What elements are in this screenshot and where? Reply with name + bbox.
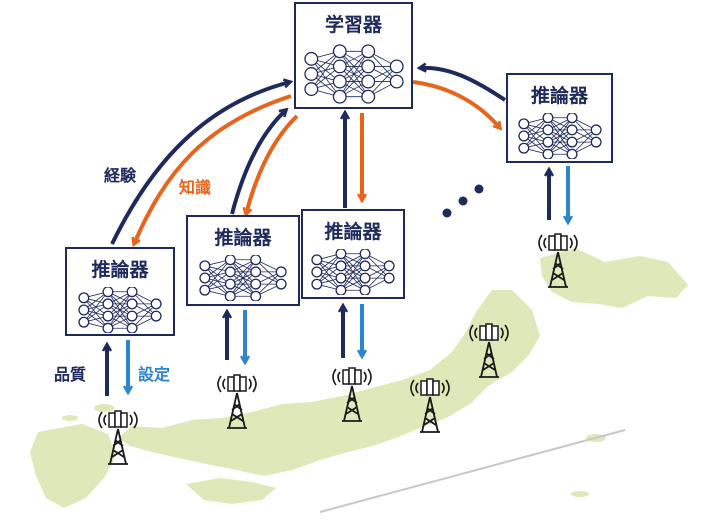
inference-box-4: 推論器	[506, 73, 613, 163]
inference-title: 推論器	[324, 221, 382, 243]
arrow-down-right	[412, 80, 500, 128]
inference-box-3: 推論器	[301, 209, 405, 299]
arrow-up-mid-left	[230, 110, 286, 215]
neural-network-icon	[311, 249, 395, 295]
label-setting: 設定	[138, 365, 171, 384]
cell-tower-icon	[538, 233, 578, 288]
neural-network-icon	[78, 287, 162, 333]
label-quality: 品質	[54, 365, 87, 384]
arrow-knowledge	[134, 94, 292, 244]
arrow-up-right	[420, 68, 507, 102]
ellipsis-icon	[442, 184, 484, 218]
arrow-down-mid-left	[246, 114, 299, 214]
inference-box-2: 推論器	[186, 215, 300, 306]
cell-tower-icon	[410, 378, 450, 433]
inference-title: 推論器	[91, 259, 149, 281]
arrow-experience	[110, 82, 290, 245]
label-knowledge: 知識	[179, 178, 212, 197]
cell-tower-icon	[98, 410, 138, 465]
cell-tower-icon	[469, 323, 509, 378]
inference-title: 推論器	[214, 227, 272, 249]
japan-map	[30, 248, 688, 508]
guide-line	[319, 429, 626, 513]
neural-network-icon	[303, 44, 404, 104]
cell-tower-icon	[217, 374, 257, 429]
neural-network-icon	[517, 113, 602, 159]
label-experience: 経験	[104, 166, 137, 185]
inference-title: 推論器	[530, 85, 588, 107]
cell-tower-icon	[332, 367, 372, 422]
inference-box-1: 推論器	[65, 247, 175, 336]
learner-title: 学習器	[324, 14, 382, 36]
neural-network-icon	[199, 255, 287, 301]
learner-box: 学習器	[294, 2, 413, 109]
